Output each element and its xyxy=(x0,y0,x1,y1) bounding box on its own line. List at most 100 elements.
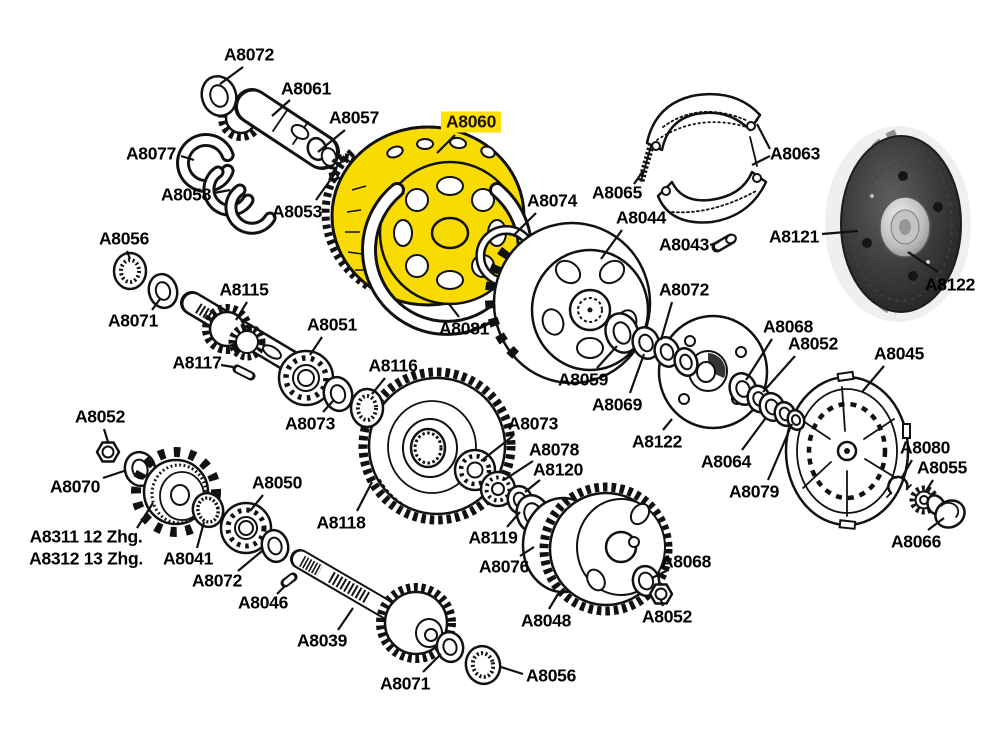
part-label-a8065-8[interactable]: A8065 xyxy=(591,182,643,203)
part-label-a8122-27[interactable]: A8122 xyxy=(631,431,683,452)
leader-line xyxy=(125,250,132,260)
part-label-a8073-33[interactable]: A8073 xyxy=(284,413,336,434)
leader-line xyxy=(741,418,766,451)
leader-line xyxy=(524,479,541,493)
leader-line xyxy=(422,653,442,673)
part-label-a8066-48[interactable]: A8066 xyxy=(890,531,942,552)
part-label-a8058-5[interactable]: A8058 xyxy=(160,184,212,205)
part-label-a8120-36[interactable]: A8120 xyxy=(532,459,584,480)
part-label-a8055-31[interactable]: A8055 xyxy=(916,457,968,478)
part-label-a8081-20[interactable]: A8081 xyxy=(438,318,490,339)
part-label-a8072-45[interactable]: A8072 xyxy=(191,570,243,591)
part-label-a8071-52[interactable]: A8071 xyxy=(379,673,431,694)
leader-line xyxy=(762,355,796,393)
leader-line xyxy=(633,170,644,185)
part-label-a8044-9[interactable]: A8044 xyxy=(615,207,667,228)
part-label-a8312-13-zhg--40[interactable]: A8312 13 Zhg. xyxy=(29,548,143,569)
part-label-a8052-25[interactable]: A8052 xyxy=(787,333,839,354)
leader-line xyxy=(337,607,354,631)
part-label-a8119-43[interactable]: A8119 xyxy=(468,527,518,548)
part-label-a8076-44[interactable]: A8076 xyxy=(478,556,530,577)
leader-line xyxy=(195,521,206,549)
part-label-a8311-12-zhg--39[interactable]: A8311 12 Zhg. xyxy=(29,526,143,547)
part-label-a8071-15[interactable]: A8071 xyxy=(107,310,159,331)
part-label-a8079-29[interactable]: A8079 xyxy=(728,481,780,502)
part-label-a8118-42[interactable]: A8118 xyxy=(316,512,366,533)
part-label-a8070-37[interactable]: A8070 xyxy=(49,476,101,497)
part-label-a8051-17[interactable]: A8051 xyxy=(306,314,358,335)
part-label-a8068-24[interactable]: A8068 xyxy=(762,316,814,337)
leader-line xyxy=(219,66,244,85)
leader-line xyxy=(237,550,263,572)
leader-line xyxy=(659,599,665,607)
part-label-a8080-30[interactable]: A8080 xyxy=(899,437,951,458)
part-label-a8039-51[interactable]: A8039 xyxy=(296,630,348,651)
part-label-a8073-34[interactable]: A8073 xyxy=(507,413,559,434)
part-label-a8045-26[interactable]: A8045 xyxy=(873,343,925,364)
part-label-a8122-13[interactable]: A8122 xyxy=(924,274,976,295)
leader-line xyxy=(662,418,673,431)
leader-line xyxy=(317,129,346,153)
part-label-a8072-0[interactable]: A8072 xyxy=(223,44,275,65)
part-label-a8057-2[interactable]: A8057 xyxy=(328,107,380,128)
part-label-a8052-49[interactable]: A8052 xyxy=(641,606,693,627)
part-label-a8078-35[interactable]: A8078 xyxy=(528,439,580,460)
bearing-and-nut-right xyxy=(631,564,674,605)
leader-line xyxy=(751,155,771,166)
leader-line xyxy=(276,585,286,595)
leader-line xyxy=(136,502,154,529)
part-label-a8053-6[interactable]: A8053 xyxy=(271,201,323,222)
leader-line xyxy=(151,298,161,311)
part-label-a8116-19[interactable]: A8116 xyxy=(368,355,418,376)
part-label-a8059-21[interactable]: A8059 xyxy=(557,369,609,390)
part-label-a8069-23[interactable]: A8069 xyxy=(591,394,643,415)
clutch-bell xyxy=(484,221,652,385)
leader-line xyxy=(596,345,618,369)
part-label-a8056-53[interactable]: A8056 xyxy=(525,665,577,686)
part-label-a8043-11[interactable]: A8043 xyxy=(658,234,710,255)
leader-line xyxy=(927,517,945,531)
part-label-a8063-10[interactable]: A8063 xyxy=(769,143,821,164)
leader-line xyxy=(512,212,537,237)
part-label-a8117-18[interactable]: A8117 xyxy=(172,352,222,373)
part-label-a8077-4[interactable]: A8077 xyxy=(125,143,177,164)
washer-pair xyxy=(653,336,699,377)
leader-line xyxy=(745,338,773,381)
part-label-a8046-46[interactable]: A8046 xyxy=(237,592,289,613)
part-label-a8050-38[interactable]: A8050 xyxy=(251,472,303,493)
leader-line xyxy=(907,251,939,273)
part-label-a8115-16[interactable]: A8115 xyxy=(219,279,269,300)
leader-line xyxy=(548,593,559,610)
part-label-a8072-22[interactable]: A8072 xyxy=(658,279,710,300)
leader-line xyxy=(235,301,248,321)
leader-line xyxy=(249,494,264,512)
leader-line xyxy=(861,365,885,393)
part-label-a8061-1[interactable]: A8061 xyxy=(280,78,332,99)
leader-line xyxy=(213,188,231,195)
part-label-a8121-12[interactable]: A8121 xyxy=(768,226,820,247)
pressure-plate xyxy=(784,370,911,530)
leader-line xyxy=(315,171,337,201)
sprocket-assembly xyxy=(95,441,298,588)
leader-line xyxy=(180,154,195,162)
leader-line xyxy=(506,511,521,528)
part-label-a8052-32[interactable]: A8052 xyxy=(74,406,126,427)
leader-line xyxy=(600,229,623,260)
part-label-a8064-28[interactable]: A8064 xyxy=(700,451,752,472)
part-label-a8041-41[interactable]: A8041 xyxy=(162,548,214,569)
leader-line xyxy=(500,665,524,676)
part-label-a8048-50[interactable]: A8048 xyxy=(520,610,572,631)
leader-line xyxy=(102,469,125,480)
leader-line xyxy=(480,435,514,462)
leader-line xyxy=(821,229,859,236)
part-label-a8068-47[interactable]: A8068 xyxy=(660,551,712,572)
part-label-a8056-14[interactable]: A8056 xyxy=(98,228,150,249)
leader-line xyxy=(900,459,913,480)
part-label-a8074-7[interactable]: A8074 xyxy=(526,190,578,211)
leader-line xyxy=(766,423,794,481)
part-label-a8060-3[interactable]: A8060 xyxy=(440,111,502,133)
leader-line xyxy=(448,303,460,318)
leader-lines xyxy=(102,66,945,676)
